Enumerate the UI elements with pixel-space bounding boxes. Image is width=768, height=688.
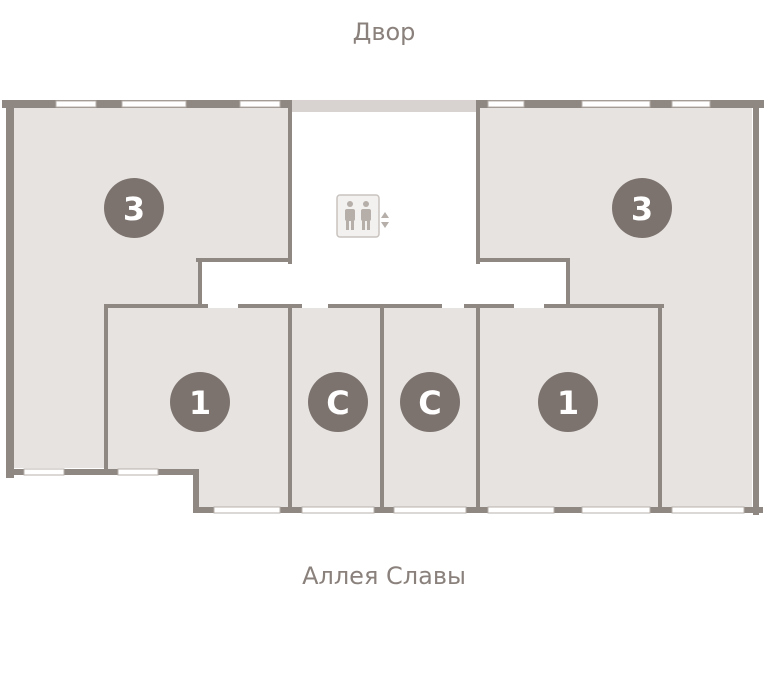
windows (23, 100, 745, 514)
apartment-3-right[interactable] (480, 108, 752, 508)
badge-label: 1 (189, 384, 211, 422)
badge-label: 3 (631, 190, 653, 228)
badge-unit-3-right: 3 (612, 178, 672, 238)
street-label: Аллея Славы (302, 562, 466, 590)
apartment-3-left[interactable] (12, 108, 288, 468)
badge-studio-right: С (400, 372, 460, 432)
courtyard-label: Двор (352, 18, 416, 46)
badge-studio-left: С (308, 372, 368, 432)
badge-label: С (326, 384, 349, 422)
elevator-people-icon (336, 194, 389, 238)
badge-unit-1-left: 1 (170, 372, 230, 432)
corridor (292, 110, 476, 310)
badge-unit-1-right: 1 (538, 372, 598, 432)
badge-label: 3 (123, 190, 145, 228)
courtyard-passage (292, 100, 476, 112)
badge-label: 1 (557, 384, 579, 422)
badge-unit-3-left: 3 (104, 178, 164, 238)
badge-label: С (418, 384, 441, 422)
